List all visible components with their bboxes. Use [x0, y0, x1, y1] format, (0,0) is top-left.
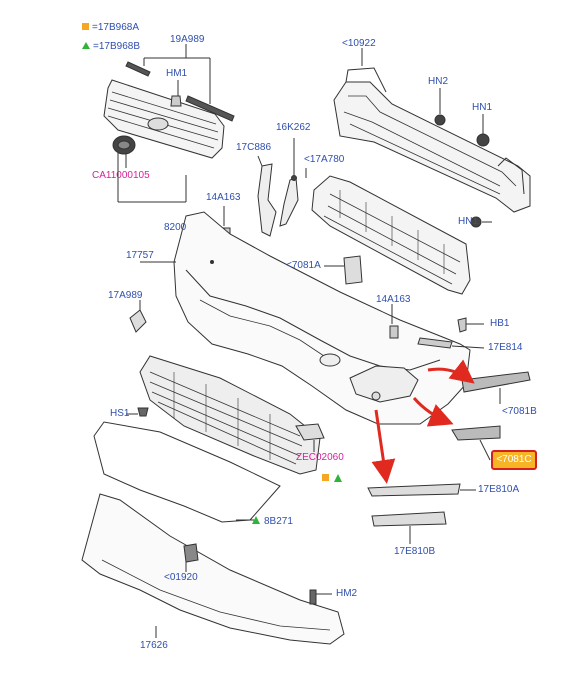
- label-zec02060: ZEC02060: [296, 452, 344, 463]
- clip-14a163-mid: [389, 325, 399, 339]
- label-17a989: 17A989: [108, 290, 143, 301]
- label-17626: 17626: [140, 640, 168, 651]
- bracket-16k262: [279, 177, 299, 227]
- arrow-7081c: [412, 397, 454, 427]
- label-hb1: HB1: [490, 318, 510, 329]
- bracket-17c886: [257, 163, 277, 237]
- grille-strip-left: [125, 61, 151, 77]
- label-17e810b: 17E810B: [394, 546, 436, 557]
- label-17757: 17757: [126, 250, 154, 261]
- label-hn1-mid: HN1: [458, 216, 479, 227]
- bracket-7081a: [343, 255, 363, 285]
- label-17e810a: 17E810A: [478, 484, 520, 495]
- bumper-cover: [173, 211, 471, 425]
- label-ca11000105: CA11000105: [92, 170, 150, 181]
- grille-strip-right: [185, 95, 235, 122]
- label-19a989: 19A989: [170, 34, 205, 45]
- arrow-17e810a: [371, 409, 396, 484]
- strip-17e814: [417, 337, 453, 349]
- tow-cap-17a989: [129, 309, 147, 333]
- square-icon: [82, 23, 89, 30]
- label-7081c-highlight: <7081C: [491, 450, 537, 470]
- clip-01920: [183, 543, 199, 563]
- legend-square: =17B968A: [82, 22, 139, 34]
- trim-7081c: [451, 425, 501, 441]
- energy-absorber: [311, 175, 471, 295]
- hm1-clip: [170, 95, 182, 107]
- upper-grille: [103, 79, 225, 159]
- arrow-7081b: [427, 359, 475, 384]
- label-10922: <10922: [342, 38, 376, 49]
- lower-spoiler: [81, 493, 345, 645]
- nut-hn1-top: [476, 133, 490, 147]
- label-hn1-top: HN1: [472, 102, 493, 113]
- label-17c886: 17C886: [236, 142, 272, 153]
- label-7081b: <7081B: [502, 406, 537, 417]
- label-16k262: 16K262: [276, 122, 311, 133]
- strip-17e810b: [371, 511, 447, 527]
- label-17a780: <17A780: [304, 154, 345, 165]
- label-17e814: 17E814: [488, 342, 523, 353]
- bumper-reinforcement: [333, 67, 531, 213]
- nut-hn2: [434, 114, 446, 126]
- label-hn2: HN2: [428, 76, 449, 87]
- trim-7081b: [461, 371, 531, 393]
- screw-hm2: [309, 589, 317, 605]
- label-8200: 8200: [164, 222, 187, 233]
- strip-17e810a: [367, 483, 461, 497]
- triangle-icon: [82, 42, 90, 49]
- label-hs1: HS1: [110, 408, 130, 419]
- label-hm2: HM2: [336, 588, 358, 599]
- legend-triangle: =17B968B: [82, 41, 140, 53]
- label-8b271: 8B271: [264, 516, 293, 527]
- label-14a163-mid: 14A163: [376, 294, 411, 305]
- label-14a163-top: 14A163: [206, 192, 241, 203]
- lower-grille: [139, 355, 321, 475]
- sensor-zec02060: [295, 423, 325, 441]
- bolt-hb1: [457, 317, 467, 333]
- screw-hs1: [137, 407, 149, 417]
- label-01920: <01920: [164, 572, 198, 583]
- label-7081a: <7081A: [286, 260, 321, 271]
- label-hm1: HM1: [166, 68, 188, 79]
- nut-hn1-mid: [470, 216, 482, 228]
